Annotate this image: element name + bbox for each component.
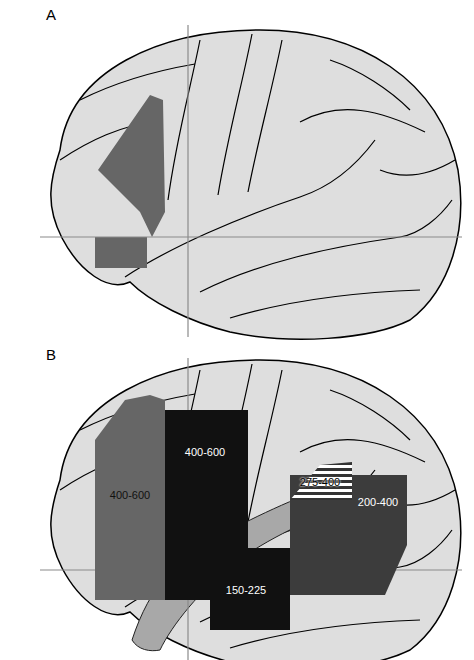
- sulcus-line: [380, 160, 455, 175]
- region-fill: [210, 548, 290, 630]
- sulcus-line: [300, 440, 425, 462]
- brain-region: 400-600: [95, 395, 165, 600]
- shaded-region: [95, 237, 147, 268]
- brain-region: 150-225: [210, 548, 290, 630]
- latency-range: 400-600: [110, 489, 150, 502]
- reference-line: [40, 569, 462, 570]
- brain-outline: [51, 30, 461, 339]
- shaded-region: [98, 95, 165, 237]
- sulcus-line: [330, 390, 410, 440]
- latency-range: 275-400: [300, 476, 340, 489]
- reference-line: [187, 358, 188, 660]
- sulcus-line: [248, 40, 282, 192]
- reference-line: [40, 236, 462, 237]
- panel-letter: A: [46, 6, 56, 23]
- sulcus-line: [168, 40, 200, 200]
- brain-panel: [51, 30, 461, 339]
- sulcus-line: [80, 64, 195, 100]
- temporal-band: [132, 480, 356, 651]
- reference-line: [187, 25, 188, 337]
- brain-outline: [51, 360, 461, 660]
- region-fill: [95, 395, 165, 600]
- sulcus-line: [300, 110, 425, 132]
- sulcus-line: [230, 290, 420, 318]
- latency-range: 150-225: [226, 584, 266, 597]
- sulcus-line: [200, 200, 452, 292]
- sulcus-line: [218, 34, 252, 195]
- brain-region: 275-400: [290, 462, 352, 502]
- region-fill: [290, 475, 407, 595]
- sulcus-line: [345, 518, 402, 530]
- latency-range: 200-400: [358, 496, 398, 509]
- latency-range: 400-600: [185, 446, 225, 459]
- sulcus-line: [330, 60, 410, 110]
- sulcus-line: [248, 370, 282, 522]
- brain-panel: [51, 360, 461, 660]
- panel-letter: B: [46, 346, 56, 363]
